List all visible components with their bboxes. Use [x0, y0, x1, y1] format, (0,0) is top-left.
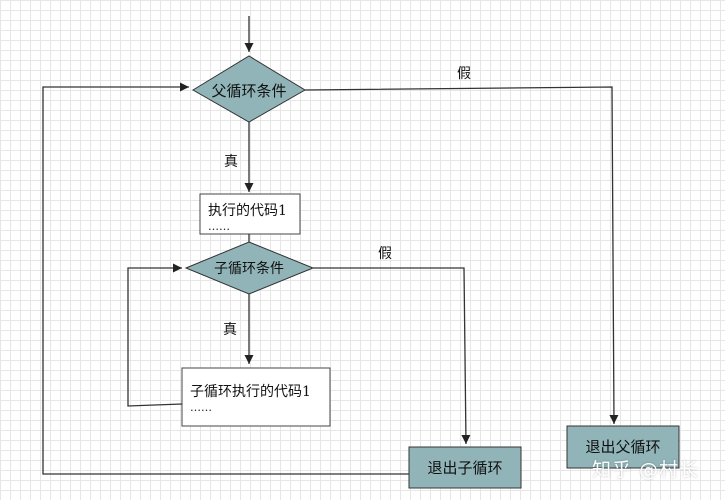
child-true-label: 真: [223, 322, 237, 338]
child-false-arrow: [313, 267, 471, 445]
child-loop-back-arrow: [127, 263, 183, 407]
exit-parent-label: 退出父循环: [585, 438, 660, 456]
child-condition-label: 子循环条件: [214, 260, 284, 277]
parent-condition-label: 父循环条件: [211, 82, 286, 100]
code-block-2-line2: ……: [190, 401, 212, 414]
exit-child-label: 退出子循环: [427, 459, 502, 477]
code-block-1-line2: ……: [208, 220, 230, 233]
parent-true-label: 真: [224, 154, 238, 170]
watermark: 知乎 @村长: [592, 459, 700, 481]
code-block-2: [181, 367, 331, 427]
code-block-1: [199, 193, 301, 235]
parent-false-label: 假: [457, 66, 471, 82]
child-false-label: 假: [378, 246, 392, 262]
code-block-2-line1: 子循环执行的代码1: [190, 384, 311, 400]
parent-false-arrow: [304, 86, 619, 425]
exit-parent-box: [566, 425, 680, 469]
exit-child-box: [408, 446, 522, 489]
code-block-1-line1: 执行的代码1: [208, 203, 287, 219]
parent-loop-back-arrow: [42, 82, 409, 475]
